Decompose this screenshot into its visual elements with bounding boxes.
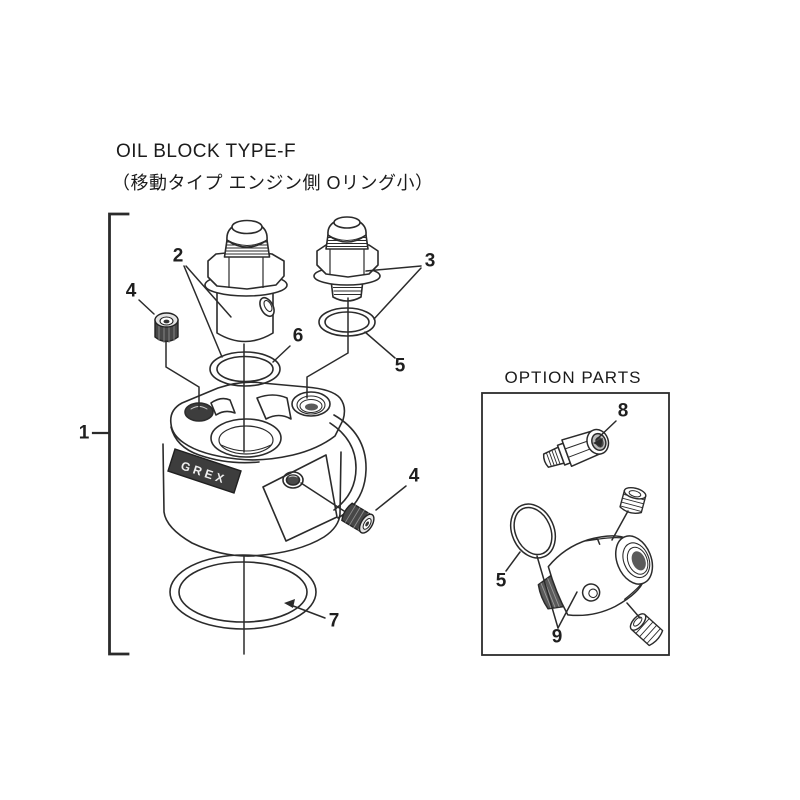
option-parts-box — [481, 392, 670, 656]
option-block-drawing — [537, 535, 654, 617]
part-label-7: 7 — [328, 610, 340, 632]
right-fitting-drawing — [313, 216, 381, 302]
page-subtitle: （移動タイプ エンジン側 Oリング小） — [112, 173, 434, 193]
part-label-4-side: 4 — [408, 465, 420, 487]
part-label-1: 1 — [78, 422, 90, 444]
part-label-2: 2 — [172, 245, 184, 267]
option-oring-drawing — [509, 503, 557, 559]
right-oring-drawing — [318, 307, 376, 337]
main-block-drawing — [162, 381, 367, 557]
part-label-6: 6 — [292, 325, 304, 347]
part-label-5-option: 5 — [495, 570, 507, 592]
part-label-9: 9 — [551, 626, 563, 648]
part-label-4-top: 4 — [125, 280, 137, 302]
part-label-5-main: 5 — [394, 355, 406, 377]
leader-lines-main — [138, 265, 422, 655]
assembly-bracket — [91, 212, 130, 656]
option-parts-title: OPTION PARTS — [504, 368, 642, 387]
option-bottom-plug-drawing — [629, 613, 664, 647]
bottom-oring-drawing — [169, 554, 317, 630]
option-adapter-drawing — [542, 428, 610, 468]
center-fitting-drawing — [204, 219, 288, 343]
part-label-8: 8 — [617, 400, 629, 422]
center-oring-drawing — [209, 351, 281, 387]
option-top-plug-drawing — [619, 486, 647, 514]
top-plug-drawing — [154, 312, 179, 343]
side-plug-drawing — [341, 502, 375, 534]
page-title: OIL BLOCK TYPE-F — [116, 141, 297, 162]
leader-lines-option — [505, 420, 641, 629]
part-label-3: 3 — [424, 250, 436, 272]
